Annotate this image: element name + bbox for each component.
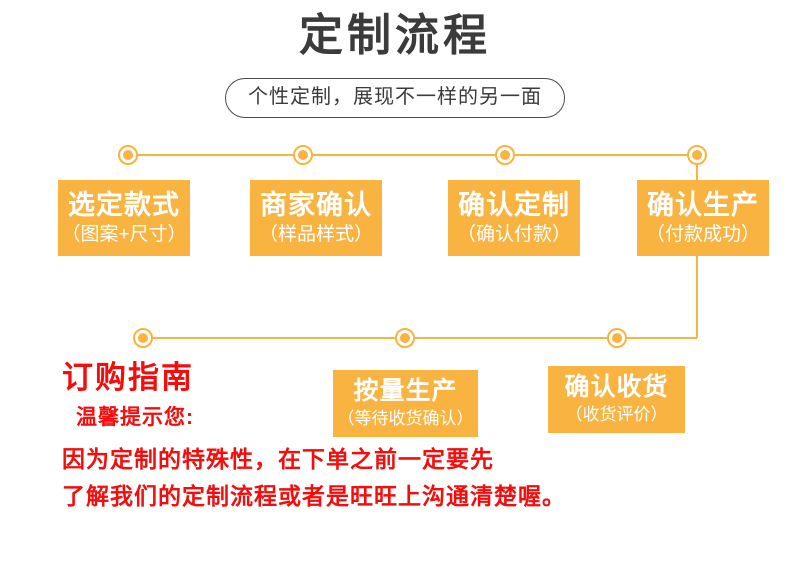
step-title: 选定款式 [68,190,180,220]
step-box-confirm-production[interactable]: 确认生产 （付款成功） [637,180,769,256]
page-title: 定制流程 [299,11,491,60]
step-subtitle: （付款成功） [645,224,760,245]
flow-node-2 [293,145,313,165]
ordering-guide-line-2: 了解我们的定制流程或者是旺旺上沟通清楚喔。 [62,483,566,509]
flow-node-6 [395,328,415,348]
step-title: 按量生产 [353,377,458,405]
ordering-guide-lead: 温馨提示您: [76,406,194,429]
connector-line-row2 [143,337,697,339]
step-box-confirm-receipt[interactable]: 确认收货 （收货评价） [548,366,685,433]
step-title: 商家确认 [260,190,372,220]
step-title: 确认收货 [564,373,669,401]
step-subtitle: （图案+尺寸） [61,224,187,245]
flow-node-3 [495,145,515,165]
step-title: 确认生产 [647,190,759,220]
step-box-select-style[interactable]: 选定款式 （图案+尺寸） [58,180,190,256]
step-box-confirm-customization[interactable]: 确认定制 （确认付款） [448,180,580,256]
step-title: 确认定制 [458,190,570,220]
connector-line-row1 [128,154,697,156]
ordering-guide-title: 订购指南 [62,360,194,395]
flow-node-1 [118,145,138,165]
flow-node-5 [133,328,153,348]
flow-node-4 [687,145,707,165]
flow-node-7 [607,328,627,348]
step-box-merchant-confirm[interactable]: 商家确认 （样品样式） [250,180,382,256]
step-subtitle: （等待收货确认） [337,409,474,428]
ordering-guide-line-1: 因为定制的特殊性，在下单之前一定要先 [62,446,494,472]
step-subtitle: （收货评价） [565,405,668,424]
step-subtitle: （确认付款） [456,224,571,245]
step-box-produce-by-quantity[interactable]: 按量生产 （等待收货确认） [333,370,478,437]
step-subtitle: （样品样式） [258,224,373,245]
subtitle-pill: 个性定制，展现不一样的另一面 [225,78,565,118]
